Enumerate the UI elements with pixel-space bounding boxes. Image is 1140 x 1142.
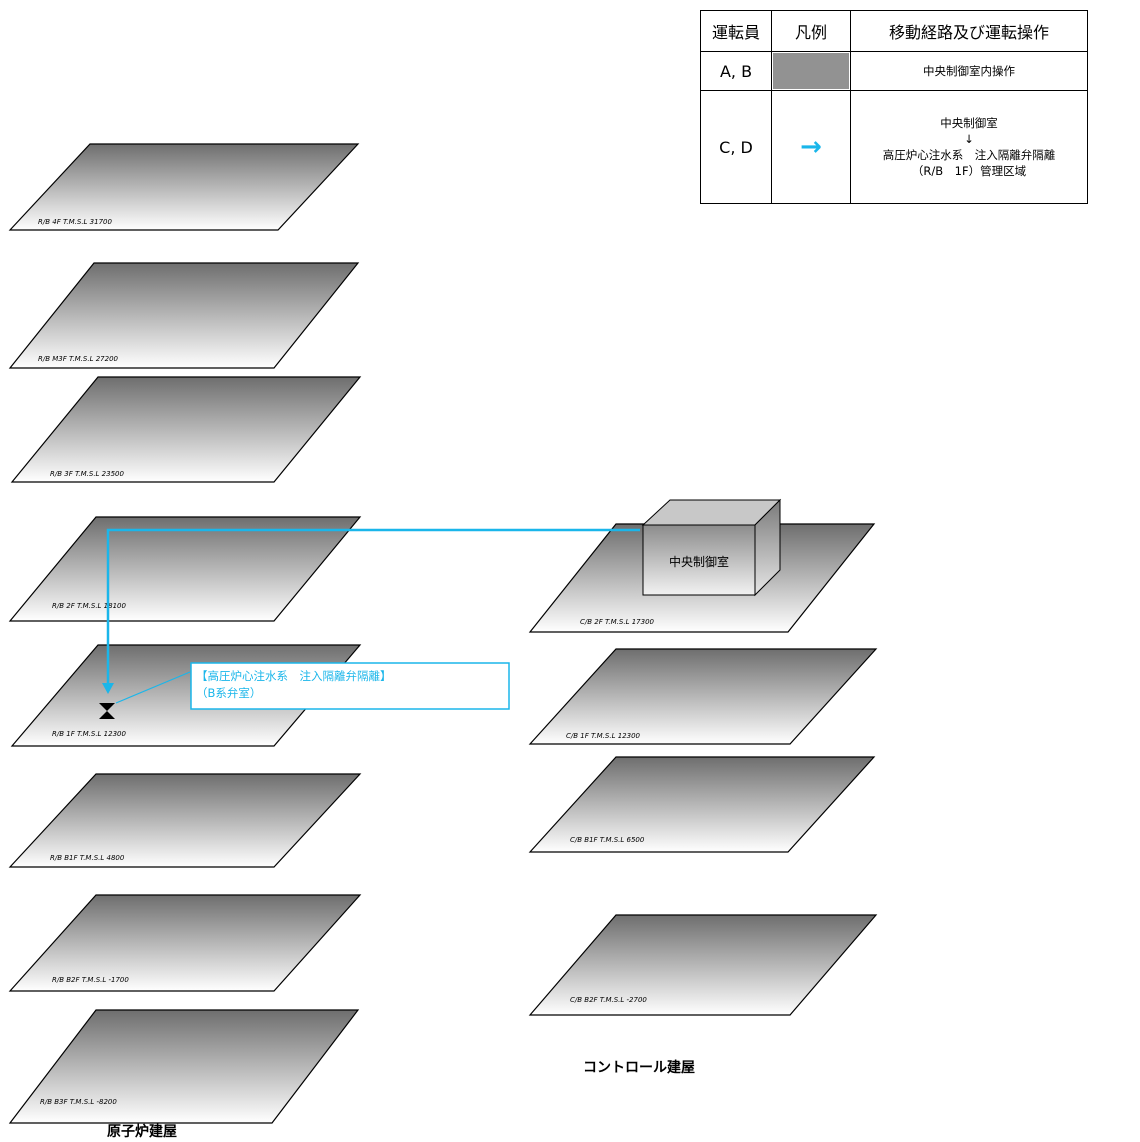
legend-operators-cd: C, D xyxy=(700,90,772,204)
rb-floor-b2f-label: R/B B2F T.M.S.L -1700 xyxy=(52,976,129,984)
legend-header-row: 運転員 凡例 移動経路及び運転操作 xyxy=(700,10,1088,52)
cb-floor-2f-label: C/B 2F T.M.S.L 17300 xyxy=(580,618,655,626)
legend-header-operators: 運転員 xyxy=(700,10,772,52)
legend-desc-cd-line4: （R/B 1F）管理区域 xyxy=(911,164,1027,178)
rb-floor-4f-label: R/B 4F T.M.S.L 31700 xyxy=(38,218,112,226)
valve-callout: 【高圧炉心注水系 注入隔離弁隔離】 （B系弁室） xyxy=(115,662,510,710)
legend-swatch-cell xyxy=(771,51,851,91)
cb-floor-1f-label: C/B 1F T.M.S.L 12300 xyxy=(566,732,641,740)
rb-floor-3f: R/B 3F T.M.S.L 23500 xyxy=(10,376,362,483)
rb-floor-b2f: R/B B2F T.M.S.L -1700 xyxy=(8,894,362,992)
cb-floor-b2f-label: C/B B2F T.M.S.L -2700 xyxy=(570,996,647,1004)
control-room-box: 中央制御室 xyxy=(641,498,782,597)
control-room-label: 中央制御室 xyxy=(669,554,729,569)
valve-icon xyxy=(99,703,115,719)
rb-floor-b3f-label: R/B B3F T.M.S.L -8200 xyxy=(40,1098,117,1106)
callout-line2: （B系弁室） xyxy=(196,686,261,700)
route-path xyxy=(102,528,640,694)
legend-arrow-cell: → xyxy=(771,90,851,204)
legend-operators-ab: A, B xyxy=(700,51,772,91)
legend-header-route: 移動経路及び運転操作 xyxy=(850,10,1088,52)
control-building-floors: C/B 2F T.M.S.L 17300 C/B 1F T.M.S.L 1230… xyxy=(528,523,878,1016)
legend-header-legend: 凡例 xyxy=(771,10,851,52)
rb-floor-4f: R/B 4F T.M.S.L 31700 xyxy=(8,143,360,231)
reactor-building-floors: R/B 4F T.M.S.L 31700 R/B M3F T.M.S.L 272… xyxy=(8,143,362,1124)
legend-desc-cd-line3: 高圧炉心注水系 注入隔離弁隔離 xyxy=(882,148,1056,162)
cb-floor-b1f: C/B B1F T.M.S.L 6500 xyxy=(528,756,876,853)
legend-desc-cd: 中央制御室 ↓ 高圧炉心注水系 注入隔離弁隔離 （R/B 1F）管理区域 xyxy=(850,90,1088,204)
gray-fill-swatch xyxy=(773,53,849,89)
cyan-arrow-icon: → xyxy=(800,132,822,162)
legend-desc-cd-line1: 中央制御室 xyxy=(940,116,998,130)
rb-floor-m3f: R/B M3F T.M.S.L 27200 xyxy=(8,262,360,369)
rb-floor-1f-label: R/B 1F T.M.S.L 12300 xyxy=(52,730,126,738)
rb-floor-b1f: R/B B1F T.M.S.L 4800 xyxy=(8,773,362,868)
legend-table: 運転員 凡例 移動経路及び運転操作 A, B 中央制御室内操作 C, D → 中… xyxy=(700,10,1088,204)
rb-floor-3f-label: R/B 3F T.M.S.L 23500 xyxy=(50,470,124,478)
cb-floor-b1f-label: C/B B1F T.M.S.L 6500 xyxy=(570,836,645,844)
rb-floor-b3f: R/B B3F T.M.S.L -8200 xyxy=(8,1009,360,1124)
rb-floor-b1f-label: R/B B1F T.M.S.L 4800 xyxy=(50,854,125,862)
route-arrowhead xyxy=(102,683,114,694)
legend-desc-ab: 中央制御室内操作 xyxy=(850,51,1088,91)
cb-floor-b2f: C/B B2F T.M.S.L -2700 xyxy=(528,914,878,1016)
rb-floor-2f-label: R/B 2F T.M.S.L 18100 xyxy=(52,602,126,610)
callout-line1: 【高圧炉心注水系 注入隔離弁隔離】 xyxy=(196,669,392,683)
legend-desc-cd-line2: ↓ xyxy=(964,132,974,146)
control-building-name: コントロール建屋 xyxy=(583,1059,695,1076)
legend-row-ab: A, B 中央制御室内操作 xyxy=(700,51,1088,91)
rb-floor-m3f-label: R/B M3F T.M.S.L 27200 xyxy=(38,355,119,363)
rb-floor-2f: R/B 2F T.M.S.L 18100 xyxy=(8,516,362,622)
reactor-building-name: 原子炉建屋 xyxy=(107,1123,177,1140)
legend-row-cd: C, D → 中央制御室 ↓ 高圧炉心注水系 注入隔離弁隔離 （R/B 1F）管… xyxy=(700,90,1088,204)
cb-floor-1f: C/B 1F T.M.S.L 12300 xyxy=(528,648,878,745)
